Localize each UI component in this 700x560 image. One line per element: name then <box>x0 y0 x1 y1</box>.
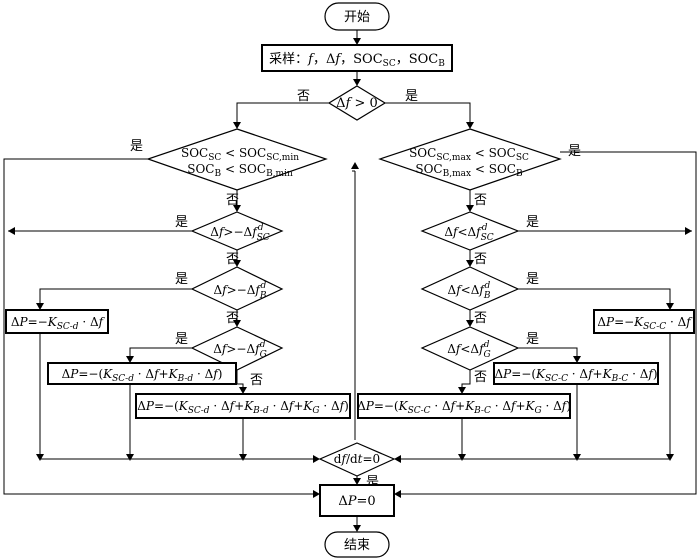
process-left-1-label: ΔP=−KSC-d · Δf <box>11 315 106 332</box>
decision-df-positive: Δf > 0 <box>327 85 387 121</box>
soc-max-line2: SOCB,max < SOCB <box>415 162 523 179</box>
process-left-2-label: ΔP=−(KSC-d · Δf+KB-d · Δf) <box>62 367 223 384</box>
decision-right-b: Δf<ΔfBd <box>420 266 520 311</box>
label-no-right-g: 否 <box>474 370 487 385</box>
decision-left-sc: Δf>−ΔfSCd <box>190 211 284 251</box>
decision-left-sc-label: Δf>−ΔfSCd <box>210 223 270 243</box>
end-terminal: 结束 <box>324 531 390 558</box>
label-yes-right-b: 是 <box>526 272 539 287</box>
decision-right-b-label: Δf<ΔfBd <box>448 281 491 301</box>
label-no-soc-max: 否 <box>474 193 487 208</box>
process-zero-label: ΔP=0 <box>338 494 375 509</box>
decision-right-sc-label: Δf<ΔfSCd <box>444 223 493 243</box>
decision-left-g: Δf>−ΔfGd <box>190 326 284 371</box>
label-no-soc-min: 否 <box>226 193 239 208</box>
label-no-right-sc: 否 <box>474 252 487 267</box>
decision-df-positive-label: Δf > 0 <box>336 96 378 111</box>
process-left-1: ΔP=−KSC-d · Δf <box>5 309 109 334</box>
label-yes-left-g: 是 <box>175 332 188 347</box>
label-no-left-b: 否 <box>226 311 239 326</box>
process-right-1-label: ΔP=−KSC-C · Δf <box>597 315 693 332</box>
label-yes-soc-max: 是 <box>568 144 581 159</box>
label-yes-right-sc: 是 <box>526 215 539 230</box>
start-label: 开始 <box>344 10 370 25</box>
label-yes-soc-min: 是 <box>130 139 143 154</box>
process-right-1: ΔP=−KSC-C · Δf <box>593 309 695 334</box>
decision-right-sc: Δf<ΔfSCd <box>420 211 520 251</box>
decision-left-b-label: Δf>−ΔfBd <box>214 281 267 301</box>
label-no-df: 否 <box>297 89 310 104</box>
label-yes-left-b: 是 <box>175 272 188 287</box>
decision-soc-max: SOCSC,max < SOCSC SOCB,max < SOCB <box>378 128 562 191</box>
decision-dfdt-label: df/dt=0 <box>334 452 380 466</box>
label-no-right-b: 否 <box>474 311 487 326</box>
end-label: 结束 <box>344 538 370 553</box>
label-yes-left-sc: 是 <box>175 215 188 230</box>
decision-left-b: Δf>−ΔfBd <box>190 266 284 311</box>
arrowheads <box>8 38 692 532</box>
decision-soc-min: SOCSC < SOCSC,min SOCB < SOCB,min <box>146 128 328 191</box>
label-yes-right-g: 是 <box>526 332 539 347</box>
process-right-2: ΔP=−(KSC-C · Δf+KB-C · Δf) <box>493 362 659 385</box>
decision-right-g: Δf<ΔfGd <box>420 326 520 371</box>
sample-process: 采样：f，Δf，SOCSC，SOCB <box>261 44 453 72</box>
process-zero: ΔP=0 <box>319 484 395 517</box>
label-no-left-g: 否 <box>250 373 263 388</box>
label-no-left-sc: 否 <box>226 252 239 267</box>
sample-label: 采样：f，Δf，SOCSC，SOCB <box>269 52 445 69</box>
decision-dfdt-zero: df/dt=0 <box>318 442 396 477</box>
start-terminal: 开始 <box>324 2 390 31</box>
process-left-2: ΔP=−(KSC-d · Δf+KB-d · Δf) <box>47 362 237 385</box>
decision-right-g-label: Δf<ΔfGd <box>447 340 491 360</box>
decision-left-g-label: Δf>−ΔfGd <box>213 340 267 360</box>
process-left-3: ΔP=−(KSC-d · Δf+KB-d · Δf+KG · Δf) <box>135 393 351 419</box>
label-yes-df: 是 <box>405 89 418 104</box>
process-right-3: ΔP=−(KSC-C · Δf+KB-C · Δf+KG · Δf) <box>357 393 571 419</box>
